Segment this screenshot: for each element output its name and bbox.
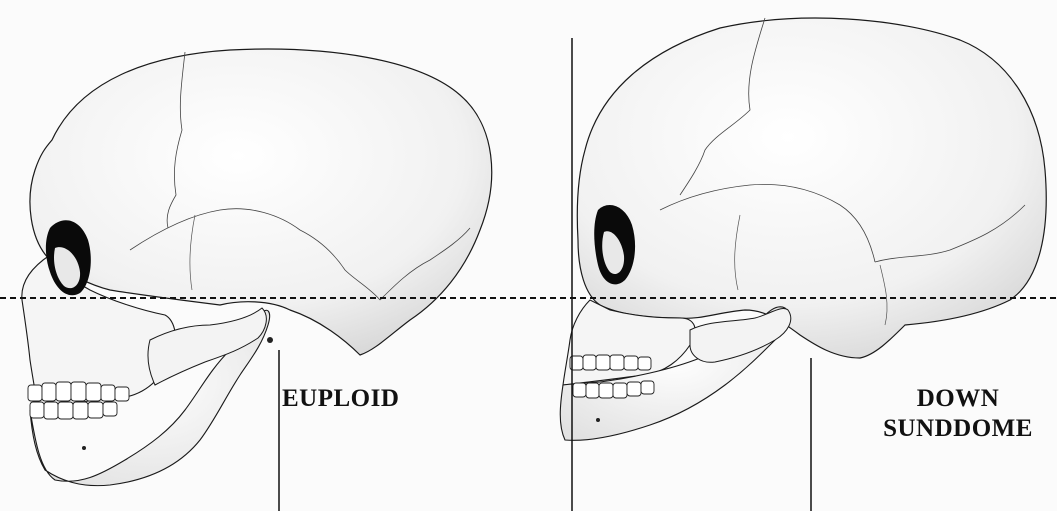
down-label-line2: SUNDDOME (878, 414, 1038, 444)
down-syndrome-label: DOWN SUNDDOME (878, 384, 1038, 444)
euploid-mental-foramen (82, 446, 86, 450)
down-cranium (577, 18, 1046, 358)
euploid-label: EUPLOID (282, 384, 399, 414)
down-skull (560, 18, 1046, 440)
euploid-skull (22, 49, 492, 486)
down-label-line1: DOWN (878, 384, 1038, 414)
euploid-teeth (28, 382, 129, 419)
down-mental-foramen (596, 418, 600, 422)
euploid-ear-canal (267, 337, 273, 343)
